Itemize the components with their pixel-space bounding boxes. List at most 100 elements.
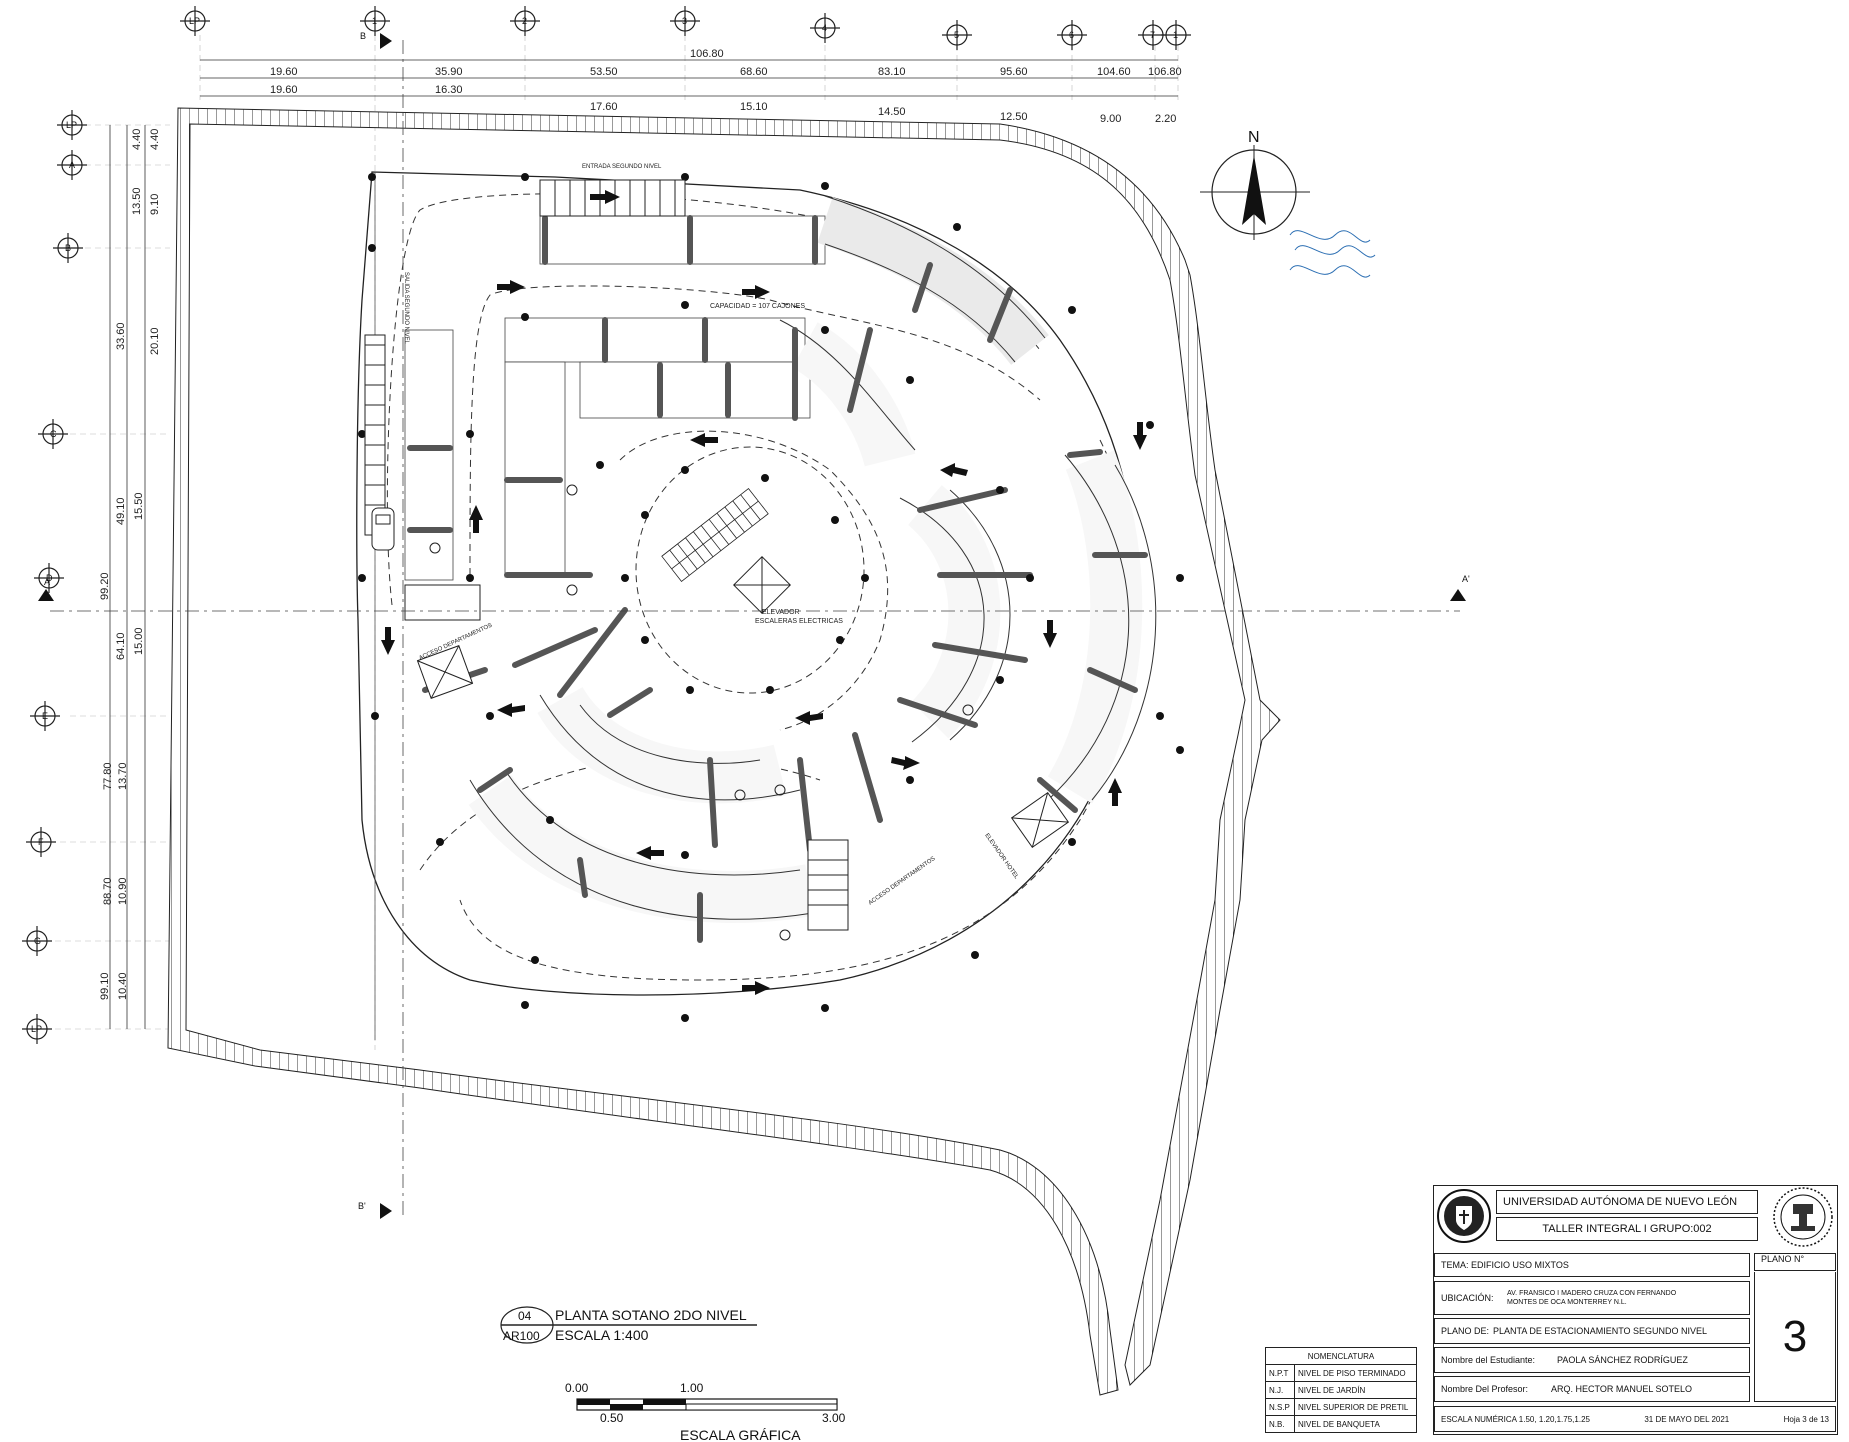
scale-date-sheet: ESCALA NUMÉRICA 1.50, 1.20,1.75,1.25 31 … xyxy=(1434,1406,1836,1432)
svg-text:20.10: 20.10 xyxy=(149,327,161,355)
axis-bubble: 7 xyxy=(1138,20,1168,50)
arrow-icon xyxy=(636,846,664,860)
label-escaleras: ESCALERAS ELECTRICAS xyxy=(755,618,843,625)
dim-partial: 16.30 xyxy=(435,84,463,96)
dim-cumulative: 35.90 xyxy=(435,66,463,78)
dim-partial: 12.50 xyxy=(1000,111,1028,123)
svg-text:ESCALA GRÁFICA: ESCALA GRÁFICA xyxy=(680,1427,801,1442)
svg-text:1: 1 xyxy=(1173,30,1178,40)
axis-bubble: F xyxy=(26,827,56,857)
arrow-icon xyxy=(1043,620,1057,648)
arrow-icon xyxy=(742,981,770,995)
dim-partial: 14.50 xyxy=(878,106,906,118)
drawing-code: AR100 xyxy=(503,1329,540,1343)
dim-partial: 15.10 xyxy=(740,101,768,113)
arrow-icon xyxy=(497,703,525,717)
svg-text:13.70: 13.70 xyxy=(117,762,129,790)
axis-bubble: D xyxy=(34,563,64,593)
student: Nombre del Estudiante: PAOLA SÁNCHEZ ROD… xyxy=(1434,1347,1750,1373)
table-row: N.B.NIVEL DE BANQUETA xyxy=(1265,1415,1418,1433)
svg-text:3.00: 3.00 xyxy=(822,1411,846,1425)
axis-bubble: G xyxy=(22,926,52,956)
arrow-icon xyxy=(940,463,968,477)
section-arrow-icon xyxy=(380,1203,392,1219)
axis-bubble: LP xyxy=(180,6,210,36)
axis-bubble: C xyxy=(38,419,68,449)
arrow-icon xyxy=(1108,778,1122,806)
axis-bubble: B xyxy=(53,233,83,263)
workshop-group: TALLER INTEGRAL I GRUPO:002 xyxy=(1496,1217,1758,1241)
arrow-icon xyxy=(590,190,620,204)
section-mark-a: A xyxy=(44,577,50,587)
svg-text:B: B xyxy=(65,243,71,253)
label-capacidad: CAPACIDAD = 107 CAJONES xyxy=(710,303,805,310)
svg-text:4.40: 4.40 xyxy=(149,129,161,150)
drawing-number: 04 xyxy=(518,1309,532,1323)
svg-text:6: 6 xyxy=(1069,30,1074,40)
svg-text:2: 2 xyxy=(522,16,527,26)
svg-text:15.50: 15.50 xyxy=(133,492,145,520)
arrow-icon xyxy=(381,627,395,655)
dim-cumulative: 106.80 xyxy=(1148,66,1182,78)
svg-text:1.00: 1.00 xyxy=(680,1381,704,1395)
section-markers-a xyxy=(38,589,1466,601)
left-dimension-lines xyxy=(109,125,146,1029)
svg-text:A: A xyxy=(69,160,75,170)
label-elevador: ELEVADOR xyxy=(762,609,800,616)
car-icon xyxy=(371,507,395,551)
axis-bubble: LP xyxy=(57,110,87,140)
svg-text:4.40: 4.40 xyxy=(131,129,143,150)
label-acceso-departamentos: ACCESO DEPARTAMENTOS xyxy=(868,856,937,907)
dim-cumulative: 83.10 xyxy=(878,66,906,78)
svg-text:0.00: 0.00 xyxy=(565,1381,589,1395)
numeric-scale: ESCALA NUMÉRICA 1.50, 1.20,1.75,1.25 xyxy=(1441,1414,1590,1424)
curved-stall-bands xyxy=(468,197,1143,923)
svg-text:99.20: 99.20 xyxy=(99,572,111,600)
plano-number: 3 xyxy=(1754,1272,1836,1402)
dim-cumulative: 19.60 xyxy=(270,66,298,78)
graphic-scale: 0.00 1.00 0.50 3.00 ESCALA GRÁFICA xyxy=(565,1381,846,1442)
section-mark-a-prime: A' xyxy=(1462,574,1470,584)
section-mark-b: B xyxy=(360,31,366,41)
accessible-stall-icons xyxy=(429,484,974,941)
section-markers-b xyxy=(380,33,392,1219)
svg-text:49.10: 49.10 xyxy=(115,497,127,525)
svg-text:13.50: 13.50 xyxy=(131,187,143,215)
dim-partial: 2.20 xyxy=(1155,113,1176,125)
arrow-icon xyxy=(1133,422,1147,450)
plano-label: PLANO N° xyxy=(1754,1253,1836,1271)
svg-text:10.40: 10.40 xyxy=(117,972,129,1000)
arrow-icon xyxy=(690,433,718,447)
svg-text:77.80: 77.80 xyxy=(102,762,114,790)
svg-text:LP: LP xyxy=(189,16,200,26)
north-pointer-icon xyxy=(1242,155,1266,225)
wind-icon xyxy=(1289,230,1371,243)
axis-bubble: 5 xyxy=(942,20,972,50)
svg-text:64.10: 64.10 xyxy=(115,632,127,660)
north-arrow: N xyxy=(1200,129,1376,278)
axis-bubble: E xyxy=(30,701,60,731)
label-entrada: ENTRADA SEGUNDO NIVEL xyxy=(582,164,662,170)
sheet-number: Hoja 3 de 13 xyxy=(1783,1414,1829,1424)
svg-text:LP: LP xyxy=(66,120,77,130)
svg-text:F: F xyxy=(38,837,44,847)
drawing-title-block: 04 AR100 PLANTA SOTANO 2DO NIVEL ESCALA … xyxy=(500,1306,757,1344)
label-salida: SALIDA SEGUNDO NIVEL xyxy=(403,272,409,345)
arrow-icon xyxy=(497,280,525,294)
svg-text:33.60: 33.60 xyxy=(115,322,127,350)
stall-separators xyxy=(407,215,1148,943)
dim-cumulative: 104.60 xyxy=(1097,66,1131,78)
svg-text:15.00: 15.00 xyxy=(133,627,145,655)
arrow-icon xyxy=(795,711,823,725)
drawing-scale: ESCALA 1:400 xyxy=(555,1327,649,1343)
dims-left-outer: 4.40 33.60 49.10 64.10 77.80 88.70 99.10… xyxy=(99,129,143,1000)
svg-text:3: 3 xyxy=(682,16,687,26)
dim-partial: 9.00 xyxy=(1100,113,1121,125)
tema: TEMA: EDIFICIO USO MIXTOS xyxy=(1434,1253,1750,1277)
ubicacion: UBICACIÓN: AV. FRANSICO I MADERO CRUZA C… xyxy=(1434,1281,1750,1315)
professor: Nombre Del Profesor: ARQ. HECTOR MANUEL … xyxy=(1434,1376,1750,1402)
